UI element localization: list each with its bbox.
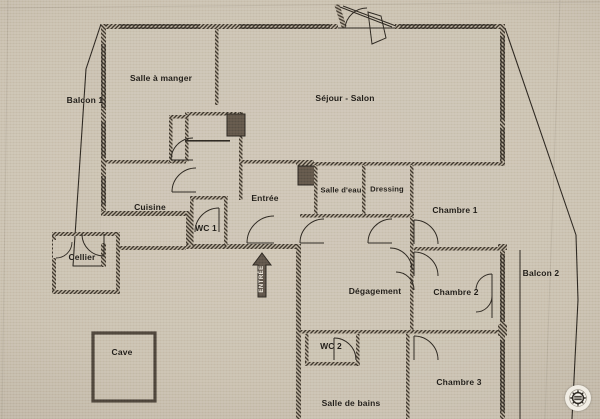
cave-block (91, 331, 157, 403)
windows (101, 24, 505, 412)
entry-arrow-label: ENTRÉE (259, 265, 265, 293)
cellier-block (52, 232, 186, 294)
balcon-1-outline (72, 23, 102, 267)
circular-logo-badge (565, 385, 591, 411)
french-doors-sejour (334, 3, 397, 45)
arrow-up-icon (252, 252, 272, 298)
entry-direction-arrow: ENTRÉE (252, 252, 272, 298)
interior-walls (106, 29, 507, 419)
door-swings (55, 137, 493, 361)
apartment-floor-fill (101, 24, 520, 419)
badge-glyph-icon (569, 389, 587, 407)
floor-fill-group (101, 24, 520, 419)
balcon-2-outline (504, 27, 579, 419)
